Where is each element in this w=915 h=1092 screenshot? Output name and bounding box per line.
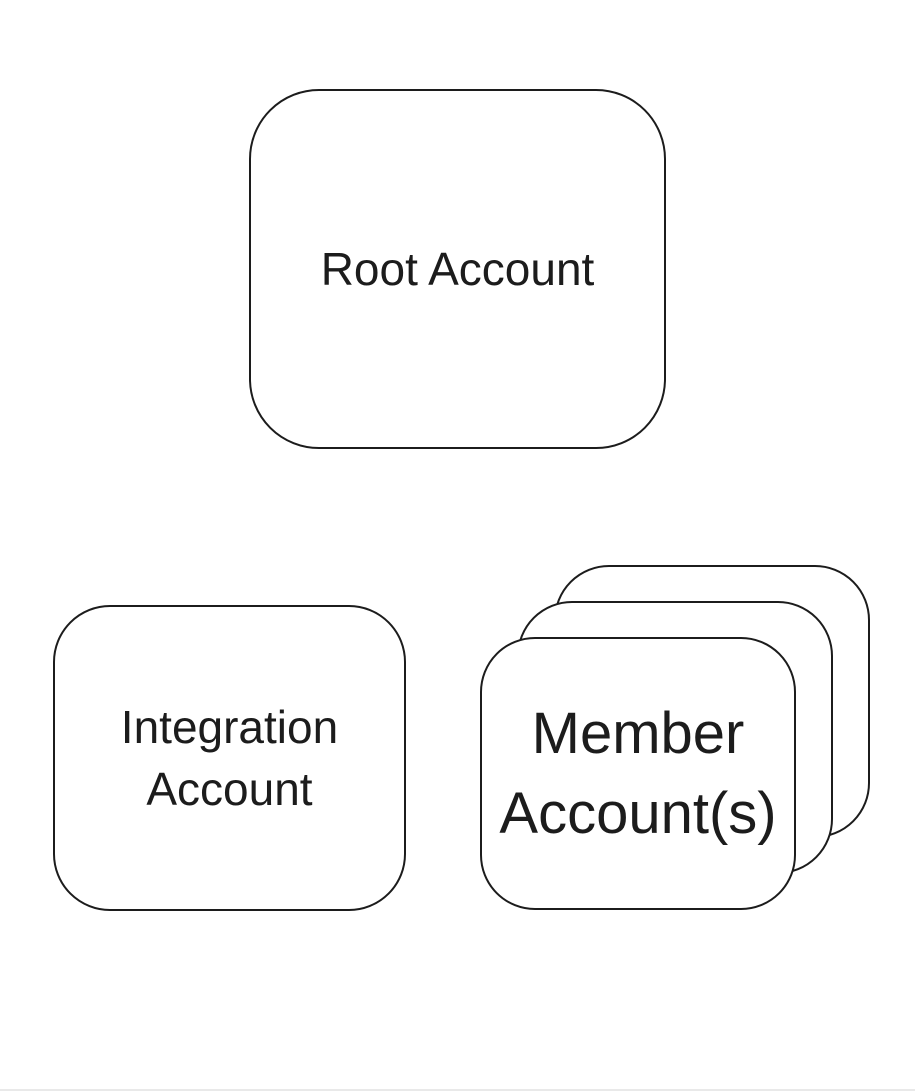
member-accounts-label: Member Account(s) (499, 700, 777, 846)
root-account-node: Root Account (249, 89, 666, 449)
integration-account-node: Integration Account (53, 605, 406, 911)
bottom-divider (0, 1089, 915, 1091)
root-account-label: Root Account (320, 243, 595, 295)
integration-account-label: Integration Account (120, 701, 339, 815)
member-accounts-node: Member Account(s) (480, 637, 796, 910)
